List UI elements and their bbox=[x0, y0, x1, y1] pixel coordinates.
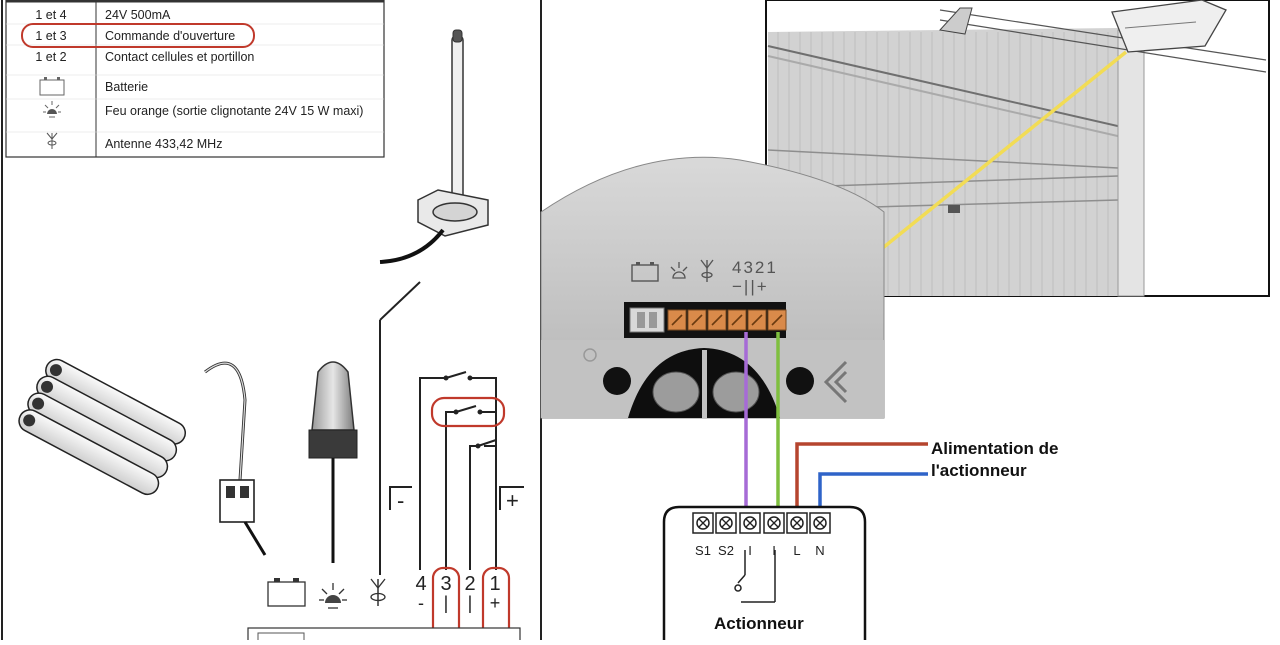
legend-table: 1 et 4 24V 500mA 1 et 3 Commande d'ouvertur… bbox=[5, 0, 385, 158]
actuator-terminal-label: S2 bbox=[718, 543, 734, 558]
battery-icon bbox=[39, 77, 65, 96]
terminal-sign: | bbox=[444, 593, 449, 613]
panel-light-icon bbox=[670, 262, 688, 279]
power-label-line2: l'actionneur bbox=[931, 461, 1027, 480]
table-description: 24V 500mA bbox=[105, 8, 171, 22]
terminal-number: 1 bbox=[489, 573, 500, 595]
antenna-icon bbox=[46, 132, 58, 149]
antenna-drawing bbox=[379, 29, 489, 575]
minus-marker: - bbox=[397, 488, 404, 513]
terminal-sign: - bbox=[418, 593, 424, 613]
actuator-terminal-label: S1 bbox=[695, 543, 711, 558]
actuator-terminal-label: L bbox=[793, 543, 800, 558]
table-description: Commande d'ouverture bbox=[105, 29, 235, 43]
highlight-open-command-row bbox=[21, 23, 255, 48]
table-description: Feu orange (sortie clignotante 24V 15 W … bbox=[105, 104, 363, 118]
table-code: 1 et 3 bbox=[35, 29, 66, 43]
light-terminal-icon bbox=[319, 583, 347, 609]
actuator-terminal-label: I bbox=[772, 543, 776, 558]
warning-light-icon bbox=[43, 101, 61, 118]
relay-circuit bbox=[389, 371, 524, 570]
actuator-switch-symbol bbox=[734, 550, 776, 603]
table-description: Antenne 433,42 MHz bbox=[105, 137, 222, 151]
actuator-terminal-label: I bbox=[748, 543, 752, 558]
terminal-sign: + bbox=[490, 593, 501, 613]
power-label-line1: Alimentation de bbox=[931, 439, 1059, 458]
highlight-terminal-3 bbox=[431, 566, 461, 645]
terminal-number: 2 bbox=[464, 573, 475, 595]
garage-door-illustration bbox=[765, 0, 1270, 297]
panel-terminal-signs: −||+ bbox=[732, 277, 769, 296]
battery-terminal-icon bbox=[267, 578, 306, 607]
bottom-terminal-block: 4-3|2|1+ bbox=[247, 566, 521, 645]
connection-wires bbox=[744, 332, 928, 508]
highlight-relay bbox=[430, 396, 506, 428]
motor-control-panel: 4321 −||+ bbox=[540, 156, 885, 419]
antenna-terminal-icon bbox=[370, 578, 386, 606]
terminal-number: 4 bbox=[415, 573, 426, 595]
actuator-terminal-label: N bbox=[815, 543, 824, 558]
highlight-terminal-1 bbox=[481, 566, 511, 645]
battery-pack-drawing bbox=[18, 358, 267, 556]
table-code: 1 et 4 bbox=[35, 8, 66, 22]
warning-light-drawing bbox=[308, 361, 358, 563]
panel-battery-icon bbox=[631, 262, 659, 282]
terminal-sign: | bbox=[468, 593, 473, 613]
right-installation-panel: 4321 −||+ Alimentation de l'actionneur bbox=[540, 0, 1270, 640]
table-description: Batterie bbox=[105, 80, 148, 94]
table-description: Contact cellules et portillon bbox=[105, 50, 254, 64]
table-code: 1 et 2 bbox=[35, 50, 66, 64]
panel-antenna-icon bbox=[700, 259, 714, 282]
actuator-title: Actionneur bbox=[714, 614, 804, 633]
left-wiring-panel: 1 et 4 24V 500mA 1 et 3 Commande d'ouvertur… bbox=[1, 0, 542, 645]
panel-terminal-numbers: 4321 bbox=[732, 258, 778, 277]
plus-marker: + bbox=[506, 488, 519, 513]
terminal-number: 3 bbox=[440, 573, 451, 595]
